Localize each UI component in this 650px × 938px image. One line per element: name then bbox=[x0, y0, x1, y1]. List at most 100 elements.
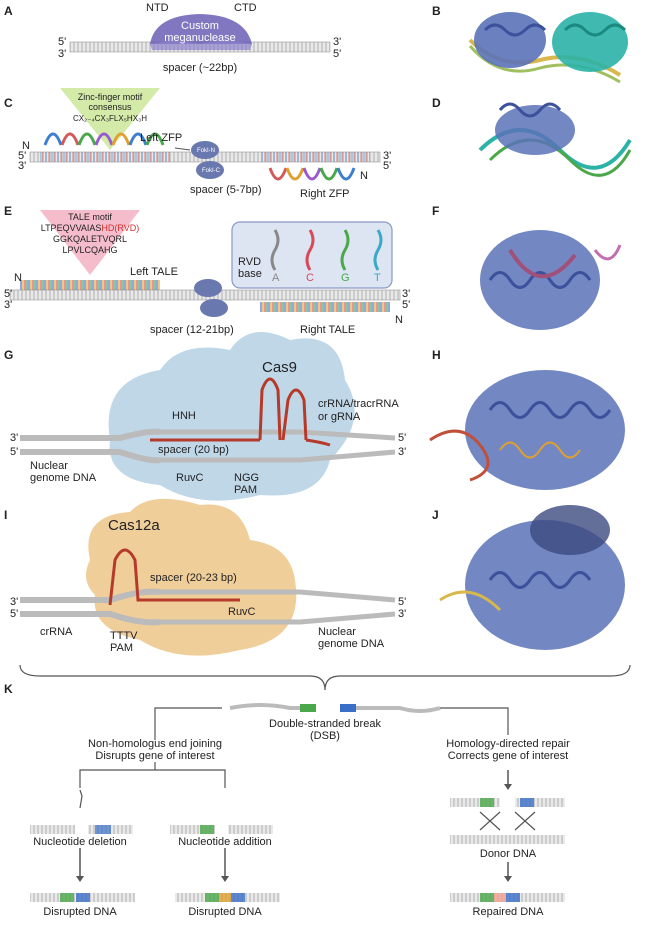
e-base-c: C bbox=[306, 272, 314, 284]
g-pam-label: PAM bbox=[234, 484, 258, 496]
e-rvd-label: RVD bbox=[238, 256, 262, 268]
g-ngg-label: NGG bbox=[234, 472, 260, 484]
i-crrna-label: crRNA bbox=[40, 626, 73, 638]
i-pam-label: PAM bbox=[110, 642, 134, 654]
g-five-prime-left: 5' bbox=[10, 446, 19, 458]
a-five-prime-bottom: 5' bbox=[333, 48, 342, 60]
panel-a-meganuclease bbox=[69, 14, 331, 53]
a-spacer-label: spacer (~22bp) bbox=[162, 62, 238, 74]
g-cas9-name: Cas9 bbox=[262, 359, 298, 376]
e-base-g: G bbox=[341, 272, 350, 284]
e-left-tale-label: Left TALE bbox=[130, 266, 178, 278]
panel-label-b: B bbox=[432, 4, 441, 18]
panel-label-d: D bbox=[432, 96, 441, 110]
g-grna-label: or gRNA bbox=[318, 411, 361, 423]
c-five-prime-left: 5' bbox=[18, 150, 27, 162]
k-hdr-line1: Homology-directed repair bbox=[446, 738, 570, 750]
panel-c-zfn bbox=[29, 88, 381, 181]
k-dsb-line1: Double-stranded break bbox=[269, 718, 381, 730]
e-three-prime-right: 3' bbox=[402, 288, 411, 300]
k-nhej-line2: Disrupts gene of interest bbox=[95, 750, 215, 762]
i-five-prime-right: 5' bbox=[398, 596, 407, 608]
a-three-prime-bottom: 3' bbox=[58, 48, 67, 60]
c-five-prime-right: 5' bbox=[383, 160, 392, 172]
i-five-prime-left: 5' bbox=[10, 608, 19, 620]
e-spacer-label: spacer (12-21bp) bbox=[150, 324, 234, 336]
g-crrna-label: crRNA/tracrRNA bbox=[318, 398, 399, 410]
g-dna-line2: genome DNA bbox=[30, 472, 97, 484]
e-motif-title: TALE motif bbox=[68, 212, 112, 222]
i-spacer-label: spacer (20-23 bp) bbox=[150, 572, 237, 584]
panel-i-cas12a bbox=[20, 498, 396, 656]
panel-k-repair bbox=[30, 703, 565, 902]
panel-f-structure bbox=[480, 230, 622, 330]
c-foki-n: FokI-N bbox=[197, 148, 215, 154]
e-seq1a: LTPEQVVAIAS bbox=[40, 223, 102, 233]
i-three-prime-left: 3' bbox=[10, 596, 19, 608]
e-three-prime-left: 3' bbox=[4, 299, 13, 311]
c-right-zfp-label: Right ZFP bbox=[300, 188, 350, 200]
panel-d-structure bbox=[478, 102, 632, 177]
e-n-left: N bbox=[14, 272, 22, 284]
i-cas12a-name: Cas12a bbox=[108, 517, 160, 534]
a-ctd-label: CTD bbox=[234, 2, 257, 14]
panel-e-talen bbox=[9, 210, 401, 317]
i-dna-line2: genome DNA bbox=[318, 638, 385, 650]
c-three-prime-left: 3' bbox=[18, 160, 27, 172]
panel-label-k: K bbox=[4, 682, 13, 696]
e-base-label: base bbox=[238, 268, 262, 280]
e-seq1b-rvd: HD(RVD) bbox=[101, 223, 140, 233]
panel-g-cas9 bbox=[20, 332, 396, 501]
c-foki-c: FokI-C bbox=[202, 168, 220, 174]
e-five-prime-left: 5' bbox=[4, 288, 13, 300]
g-ruvc-label: RuvC bbox=[176, 472, 204, 484]
panel-label-h: H bbox=[432, 348, 441, 362]
panel-label-e: E bbox=[4, 204, 13, 218]
k-disrupted-left: Disrupted DNA bbox=[43, 906, 117, 918]
g-three-prime-right: 3' bbox=[398, 446, 407, 458]
k-donor-label: Donor DNA bbox=[479, 848, 537, 860]
panel-j-structure bbox=[439, 505, 625, 650]
e-seq-line1: LTPEQVVAIASHD(RVD) bbox=[41, 223, 140, 233]
g-five-prime-right: 5' bbox=[398, 432, 407, 444]
k-deletion-label: Nucleotide deletion bbox=[33, 836, 127, 848]
k-repaired-label: Repaired DNA bbox=[472, 906, 544, 918]
panel-h-structure bbox=[429, 370, 625, 490]
panel-label-i: I bbox=[4, 508, 8, 522]
k-nhej-line1: Non-homologus end joining bbox=[88, 738, 222, 750]
a-ntd-label: NTD bbox=[146, 2, 169, 14]
a-three-prime-top: 3' bbox=[333, 36, 342, 48]
panel-label-c: C bbox=[4, 96, 13, 110]
i-ruvc-label: RuvC bbox=[228, 606, 256, 618]
a-meganuclease-label: Custom meganuclease bbox=[164, 20, 236, 44]
c-three-prime-right: 3' bbox=[383, 150, 392, 162]
g-three-prime-left: 3' bbox=[10, 432, 19, 444]
e-five-prime-right: 5' bbox=[402, 299, 411, 311]
e-n-right: N bbox=[395, 314, 403, 326]
i-tttv-label: TTTV bbox=[110, 630, 138, 642]
k-dsb-line2: (DSB) bbox=[310, 730, 340, 742]
i-dna-line1: Nuclear bbox=[318, 626, 356, 638]
c-n-left: N bbox=[22, 140, 30, 152]
g-spacer-label: spacer (20 bp) bbox=[158, 444, 229, 456]
panel-label-f: F bbox=[432, 204, 440, 218]
e-base-a: A bbox=[272, 272, 280, 284]
e-seq-line3: LPVLCQAHG bbox=[62, 245, 118, 255]
e-seq-line2: GGKQALETVQRL bbox=[52, 234, 128, 244]
c-n-right: N bbox=[360, 170, 368, 182]
c-zf-title: Zinc-finger motif consensus bbox=[77, 92, 143, 112]
c-left-zfp-label: Left ZFP bbox=[140, 132, 183, 144]
c-spacer-label: spacer (5-7bp) bbox=[190, 184, 262, 196]
k-disrupted-right: Disrupted DNA bbox=[188, 906, 262, 918]
panel-b-structure bbox=[468, 12, 628, 84]
c-zf-sequence: CX₂₋₄CX₃FLX₅HX₃H bbox=[72, 114, 148, 123]
e-right-tale-label: Right TALE bbox=[300, 324, 356, 336]
panel-label-j: J bbox=[432, 508, 439, 522]
e-base-t: T bbox=[374, 272, 381, 284]
g-hnh-label: HNH bbox=[172, 410, 196, 422]
k-addition-label: Nucleotide addition bbox=[178, 836, 272, 848]
a-five-prime-top: 5' bbox=[58, 36, 67, 48]
brace bbox=[19, 664, 631, 691]
panel-label-g: G bbox=[4, 348, 14, 362]
